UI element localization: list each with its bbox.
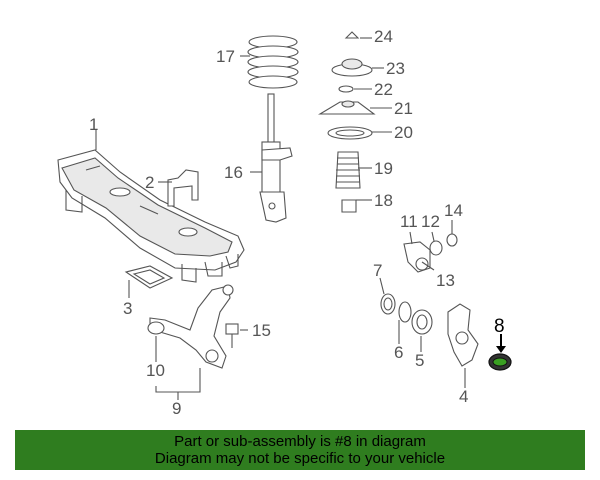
callout-5: 5: [415, 351, 424, 370]
callout-1: 1: [89, 115, 98, 134]
strut-part: [259, 93, 293, 223]
callout-14: 14: [444, 201, 463, 220]
callout-8: 8: [494, 316, 505, 337]
leader-lines: [95, 37, 506, 400]
callout-12: 12: [421, 212, 440, 231]
retainer-part: [398, 301, 412, 323]
callout-18: 18: [374, 191, 393, 210]
callout-7: 7: [373, 261, 382, 280]
coil-spring-part: [247, 35, 299, 89]
callout-13: 13: [436, 271, 455, 290]
callout-17: 17: [216, 47, 235, 66]
callout-10: 10: [146, 361, 165, 380]
ring-part: [338, 85, 354, 93]
callout-22: 22: [374, 80, 393, 99]
seat-part: [318, 100, 376, 115]
bracket-part: [167, 169, 199, 207]
insulator-part: [327, 126, 373, 140]
info-banner: Part or sub-assembly is #8 in diagram Di…: [15, 430, 585, 470]
bushing-part: [429, 233, 458, 256]
mount-part: [331, 58, 373, 77]
callout-15: 15: [252, 321, 271, 340]
callout-21: 21: [394, 99, 413, 118]
bumper-part: [341, 199, 357, 213]
callout-9: 9: [172, 399, 181, 418]
callout-19: 19: [374, 159, 393, 178]
callout-3: 3: [123, 299, 132, 318]
crossmember-part: [57, 149, 245, 283]
bolt-part: [225, 323, 239, 348]
callout-23: 23: [386, 59, 405, 78]
bearing-part: [411, 309, 433, 335]
callout-6: 6: [394, 343, 403, 362]
callout-4: 4: [459, 387, 468, 406]
boot-part: [335, 151, 361, 189]
knuckle-part: [447, 303, 479, 367]
callout-11: 11: [400, 212, 418, 231]
banner-line-1: Part or sub-assembly is #8 in diagram: [174, 433, 426, 450]
callout-16: 16: [224, 163, 243, 182]
cap-part: [344, 31, 360, 39]
plate-part: [124, 265, 174, 289]
callout-24: 24: [374, 27, 393, 46]
seal-part-8: [488, 353, 512, 371]
callout-2: 2: [145, 173, 154, 192]
parts-diagram: 1 2 3 4 5 6 7 8 9 10 11 12 13 14 15 16 1…: [57, 27, 512, 418]
control-arm-part: [147, 284, 234, 369]
bushing-bracket-part: [403, 241, 431, 273]
callout-20: 20: [394, 123, 413, 142]
banner-line-2: Diagram may not be specific to your vehi…: [154, 450, 446, 467]
snap-ring-part: [380, 293, 396, 315]
